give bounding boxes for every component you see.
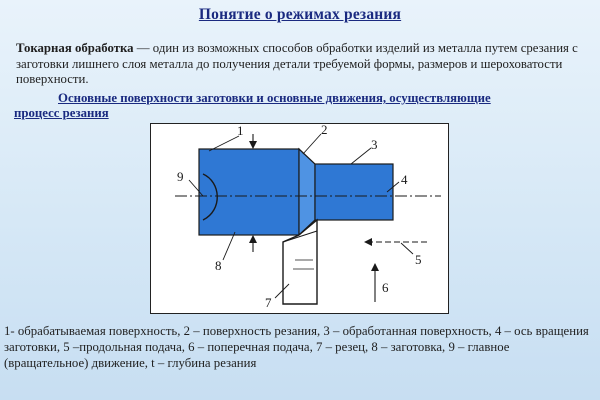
turning-diagram-svg: 1 2 3 4 5 6 7 8 9: [175, 124, 441, 310]
leader-line-5: [400, 242, 414, 255]
intro-text: — один из возможных способов обработки и…: [16, 41, 578, 86]
label-7: 7: [265, 295, 272, 310]
tool-face-line: [282, 230, 318, 243]
leader-line-9: [188, 179, 204, 197]
subheading-line-1: Основные поверхности заготовки и основны…: [58, 91, 491, 105]
turning-diagram: 1 2 3 4 5 6 7 8 9: [150, 123, 449, 314]
label-8: 8: [215, 258, 222, 273]
intro-paragraph: Токарная обработка — один из возможных с…: [16, 41, 588, 88]
workpiece-machined-part: [314, 163, 394, 221]
label-2: 2: [321, 124, 328, 137]
page-title: Понятие о режимах резания: [198, 6, 402, 23]
leader-line-3: [350, 147, 372, 165]
label-5: 5: [415, 252, 422, 267]
label-4: 4: [401, 172, 408, 187]
leader-line-2: [302, 133, 322, 155]
subheading: Основные поверхности заготовки и основны…: [14, 91, 578, 121]
label-6: 6: [382, 280, 389, 295]
leader-line-1: [208, 135, 240, 152]
legend-text: 1- обрабатываемая поверхность, 2 – повер…: [4, 324, 589, 370]
intro-term: Токарная обработка: [16, 41, 134, 55]
label-9: 9: [177, 169, 184, 184]
leader-line-4: [386, 181, 400, 193]
leader-line-8: [222, 231, 236, 261]
workpiece-unmachined-part: [198, 148, 300, 236]
label-1: 1: [237, 124, 244, 138]
leader-line-7: [274, 283, 290, 299]
subheading-line-2: процесс резания: [14, 106, 109, 120]
label-3: 3: [371, 137, 378, 152]
cutting-surface-cone: [298, 147, 316, 237]
